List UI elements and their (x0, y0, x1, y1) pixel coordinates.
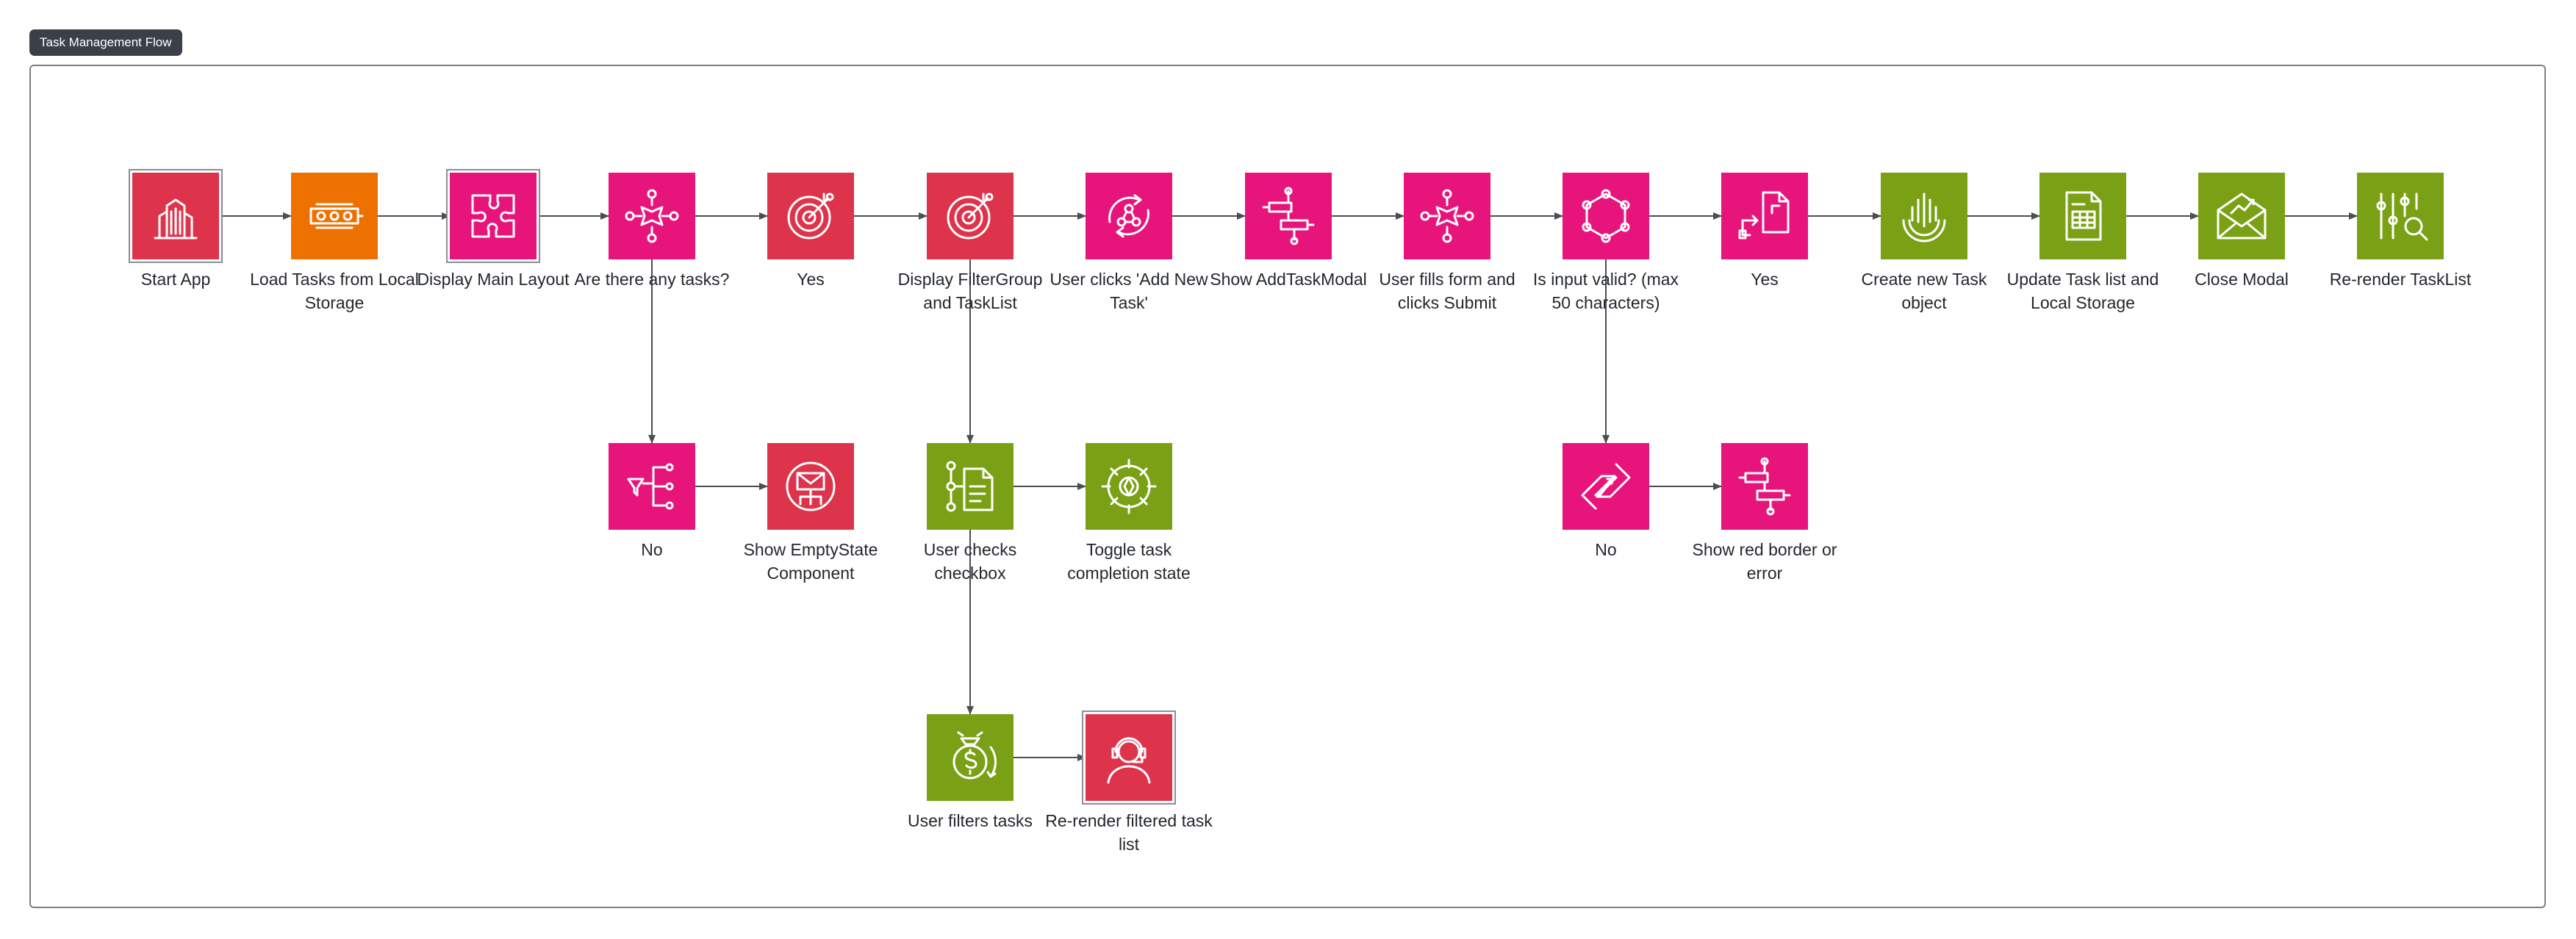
mail-hub-icon (786, 461, 836, 511)
step-workflow-icon (1262, 187, 1315, 245)
event-router-icon (1420, 189, 1474, 243)
node-close-modal[interactable] (2198, 173, 2285, 259)
node-label-yes-1: Yes (797, 270, 825, 289)
node-label-rerender-filtered: Re-render filtered task list (1045, 811, 1213, 854)
hexagon-network-icon (1582, 189, 1630, 243)
filter-branch-icon (627, 463, 674, 510)
node-label-start-app: Start App (140, 270, 211, 289)
target-icon (787, 193, 834, 240)
node-display-layout[interactable] (448, 170, 539, 262)
puzzle-icon (471, 194, 515, 238)
node-label-filter-tasks: User filters tasks (908, 811, 1033, 830)
node-filter-tasks[interactable] (927, 714, 1013, 801)
mail-chart-icon (2217, 193, 2267, 240)
node-fill-form[interactable] (1404, 173, 1490, 259)
diagram-title: Task Management Flow (29, 29, 182, 56)
node-create-task[interactable] (1881, 173, 1967, 259)
node-label-show-empty: Show EmptyState Component (743, 540, 878, 583)
node-show-modal[interactable] (1245, 173, 1332, 259)
node-input-valid[interactable] (1563, 173, 1649, 259)
node-label-check-checkbox: User checks checkbox (923, 540, 1017, 583)
node-label-no-1: No (641, 540, 663, 559)
node-label-display-filter: Display FilterGroup and TaskList (897, 270, 1043, 312)
node-check-checkbox[interactable] (927, 443, 1013, 530)
target-icon (947, 193, 994, 240)
node-label-show-error: Show red border or error (1692, 540, 1837, 583)
node-any-tasks[interactable] (609, 173, 695, 259)
node-label-fill-form: User fills form and clicks Submit (1379, 270, 1515, 312)
node-display-filter[interactable] (927, 173, 1013, 259)
node-label-input-valid: Is input valid? (max 50 characters) (1532, 270, 1679, 312)
node-show-error[interactable] (1721, 443, 1808, 530)
node-label-create-task: Create new Task object (1861, 270, 1987, 312)
node-label-close-modal: Close Modal (2195, 270, 2289, 289)
link-swap-icon (1581, 463, 1631, 510)
sensor-icon (1902, 193, 1946, 242)
node-label-any-tasks: Are there any tasks? (574, 270, 730, 289)
node-no-1[interactable] (609, 443, 695, 530)
node-yes-2[interactable] (1721, 173, 1808, 259)
node-no-2[interactable] (1563, 443, 1649, 530)
node-add-task-click[interactable] (1086, 173, 1172, 259)
node-rerender-list[interactable] (2357, 173, 2444, 259)
node-label-yes-2: Yes (1751, 270, 1779, 289)
node-label-display-layout: Display Main Layout (417, 270, 570, 289)
node-show-empty[interactable] (767, 443, 854, 530)
node-update-list[interactable] (2039, 173, 2126, 259)
sliders-search-icon (2376, 193, 2428, 241)
tree-document-icon (946, 461, 994, 512)
storage-drive-icon (309, 203, 364, 229)
support-agent-icon (1107, 737, 1151, 784)
node-start-app[interactable] (130, 170, 221, 262)
step-workflow-icon (1738, 457, 1791, 516)
node-yes-1[interactable] (767, 173, 854, 259)
node-label-add-task-click: User clicks 'Add New Task' (1050, 270, 1208, 312)
node-label-toggle-state: Toggle task completion state (1067, 540, 1191, 583)
spreadsheet-doc-icon (2065, 191, 2102, 241)
node-label-no-2: No (1595, 540, 1617, 559)
cycle-nodes-icon (1108, 194, 1149, 238)
event-router-icon (625, 189, 679, 243)
node-label-update-list: Update Task list and Local Storage (2006, 270, 2159, 312)
node-toggle-state[interactable] (1086, 443, 1172, 530)
node-label-rerender-list: Re-render TaskList (2329, 270, 2472, 289)
node-label-show-modal: Show AddTaskModal (1210, 270, 1367, 289)
node-load-tasks[interactable] (291, 173, 378, 259)
group-frame (29, 65, 2546, 908)
city-buildings-icon (154, 198, 198, 240)
compass-icon (1101, 458, 1157, 514)
node-rerender-filtered[interactable] (1083, 712, 1174, 803)
node-label-load-tasks: Load Tasks from Local Storage (250, 270, 419, 312)
money-cycle-icon (952, 731, 997, 780)
document-flow-icon (1738, 191, 1790, 240)
